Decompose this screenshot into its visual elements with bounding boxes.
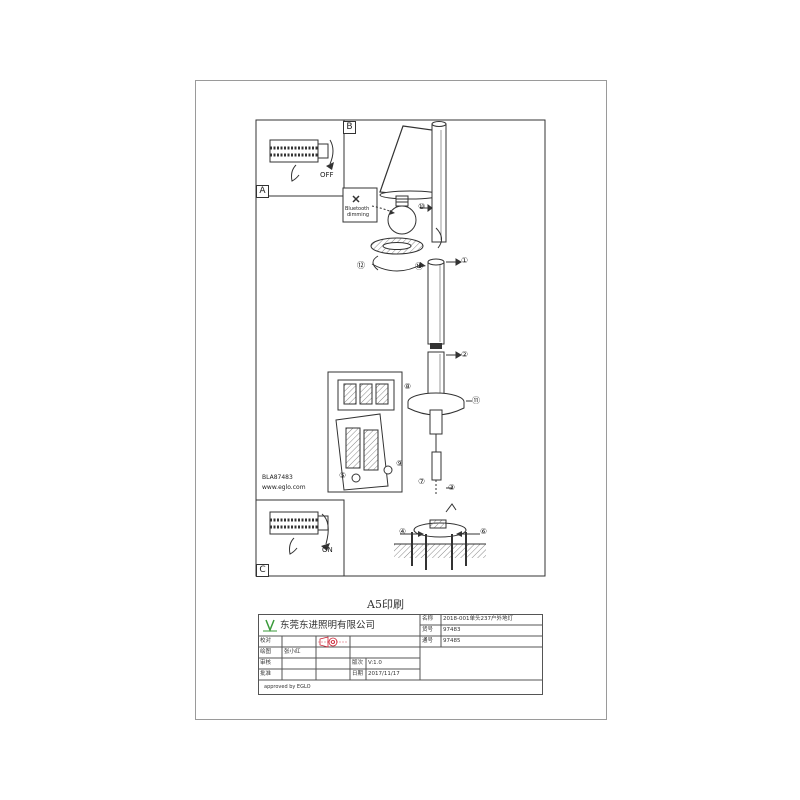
middle-pole: [427, 258, 445, 401]
step-marker-12: ⑫: [357, 261, 365, 270]
step-marker-9: ⑨: [396, 459, 404, 468]
step-marker-1: ①: [461, 256, 469, 265]
ring-gasket: [370, 237, 426, 272]
step-marker-3: ③: [448, 483, 456, 492]
version-label: 版次: [352, 660, 364, 666]
approve-label: 批准: [260, 671, 272, 677]
related-no-label: 通号: [422, 638, 434, 644]
base-plate: [407, 392, 465, 496]
switch-inset-off: [255, 119, 345, 197]
review-label: 审核: [260, 660, 272, 666]
company-logo-icon: [263, 619, 277, 633]
step-marker-2: ②: [461, 350, 469, 359]
related-no-value: 97485: [443, 638, 461, 644]
print-title: A5印刷: [367, 598, 404, 611]
website-label: www.eglo.com: [262, 484, 306, 491]
title-block: 东莞东进照明有限公司 名称 2018-001单头237户外地灯 货号 97483…: [258, 614, 543, 695]
corner-label-c: C: [256, 564, 269, 577]
bulb-box: [342, 187, 378, 223]
projection-symbol-icon: [318, 636, 348, 648]
date-label: 日期: [352, 671, 364, 677]
version-value: V:1.0: [368, 660, 382, 666]
step-marker-6: ⑥: [480, 527, 488, 536]
name-label: 名称: [422, 616, 434, 622]
off-label: OFF: [320, 171, 334, 179]
lamp-shade: [379, 125, 441, 200]
step-marker-7: ⑦: [418, 477, 426, 486]
cable: [435, 227, 442, 249]
upper-pole: [431, 121, 447, 243]
ground-spike: [394, 503, 486, 570]
item-no-value: 97483: [443, 627, 461, 633]
step-marker-8: ⑧: [404, 382, 412, 391]
dimming-label: dimming: [347, 212, 370, 218]
drawn-by-value: 张小红: [284, 649, 301, 655]
step-marker-10: ⑩: [418, 202, 426, 211]
date-value: 2017/11/17: [368, 671, 400, 677]
check-label: 校对: [260, 638, 272, 644]
inner-frame: [255, 119, 546, 577]
model-code: BLA87483: [262, 474, 293, 481]
wiring-detail: [327, 371, 403, 493]
corner-label-b: B: [343, 121, 356, 134]
step-marker-4: ④: [399, 527, 407, 536]
switch-inset-on: [255, 499, 345, 577]
step-marker-5: ⑤: [339, 471, 347, 480]
bluetooth-label: Bluetooth: [345, 206, 370, 212]
title-block-grid: [258, 614, 543, 695]
light-bulb: [371, 195, 417, 235]
approved-note: approved by EGLO: [264, 684, 311, 690]
item-no-label: 货号: [422, 627, 434, 633]
step-marker-13: ⑬: [415, 262, 423, 271]
on-label: ON: [322, 546, 333, 554]
name-value: 2018-001单头237户外地灯: [443, 616, 513, 622]
step-marker-11: ⑪: [472, 396, 480, 405]
corner-label-a: A: [256, 185, 269, 198]
step-arrows: [420, 204, 472, 489]
drawn-by-label: 绘图: [260, 649, 272, 655]
company-name: 东莞东进照明有限公司: [280, 620, 376, 631]
